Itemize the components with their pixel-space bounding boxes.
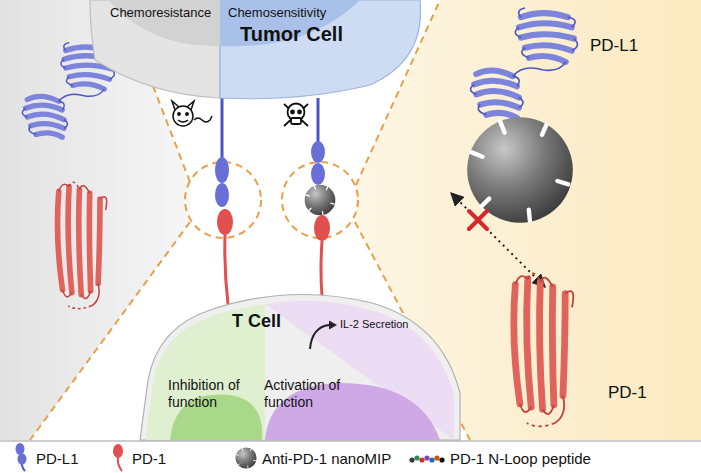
t-cell-outline bbox=[310, 325, 329, 349]
legend-entry: PD-1 N-Loop peptide bbox=[450, 450, 591, 468]
cell-label: IL-2 Secretion bbox=[340, 318, 408, 331]
legend-text: PD-1 bbox=[132, 450, 166, 467]
cell-label: Chemoresistance bbox=[110, 5, 211, 21]
legend-text: Anti-PD-1 nanoMIP bbox=[262, 450, 391, 467]
cell-title: Tumor Cell bbox=[240, 22, 343, 46]
tumor-cell-outline bbox=[220, 0, 360, 46]
cell-label: Chemosensitivity bbox=[228, 5, 326, 21]
t-cell: T Cell IL-2 SecretionInhibition of functi… bbox=[140, 285, 460, 440]
tumor-cell-outline bbox=[108, 0, 220, 46]
tumor-cell-outline bbox=[90, 0, 220, 98]
legend-divider bbox=[0, 441, 701, 442]
legend-text: PD-L1 bbox=[36, 450, 79, 467]
legend-icon bbox=[409, 455, 444, 462]
tumor-cell-outline bbox=[220, 0, 421, 99]
protein-label: PD-1 bbox=[608, 383, 647, 403]
legend-text: PD-1 N-Loop peptide bbox=[450, 450, 591, 467]
block-cross bbox=[469, 211, 487, 229]
legend-icon bbox=[235, 447, 256, 468]
skull-icon bbox=[284, 104, 308, 127]
legend-entry: Anti-PD-1 nanoMIP bbox=[262, 450, 391, 468]
legend-icon bbox=[113, 444, 123, 471]
devil-icon bbox=[172, 101, 212, 126]
t-cell-outline bbox=[329, 321, 337, 330]
pd-1-ribbon bbox=[514, 274, 573, 427]
legend-entry: PD-1 bbox=[132, 450, 166, 468]
nanomip-sphere bbox=[467, 117, 573, 223]
bound-complex bbox=[215, 96, 233, 304]
pd-l1-ribbon bbox=[471, 8, 578, 118]
legend-entry: PD-L1 bbox=[36, 450, 79, 468]
t-cell-shape bbox=[140, 285, 460, 440]
tumor-cell: Chemoresistance ChemosensitivityTumor Cel… bbox=[90, 0, 420, 100]
nanomip-sphere bbox=[305, 185, 336, 216]
t-cell-outline bbox=[140, 294, 460, 440]
cell-label: Inhibition of function bbox=[168, 377, 260, 411]
binding-arrow bbox=[452, 194, 544, 286]
pd-1-ribbon bbox=[58, 182, 107, 308]
blocked-complex bbox=[305, 98, 336, 296]
cell-label: Activation of function bbox=[264, 377, 356, 411]
cell-title: T Cell bbox=[232, 311, 281, 333]
t-cell-outline bbox=[265, 301, 454, 440]
protein-label: PD-L1 bbox=[590, 36, 638, 56]
legend-icon bbox=[16, 443, 27, 471]
